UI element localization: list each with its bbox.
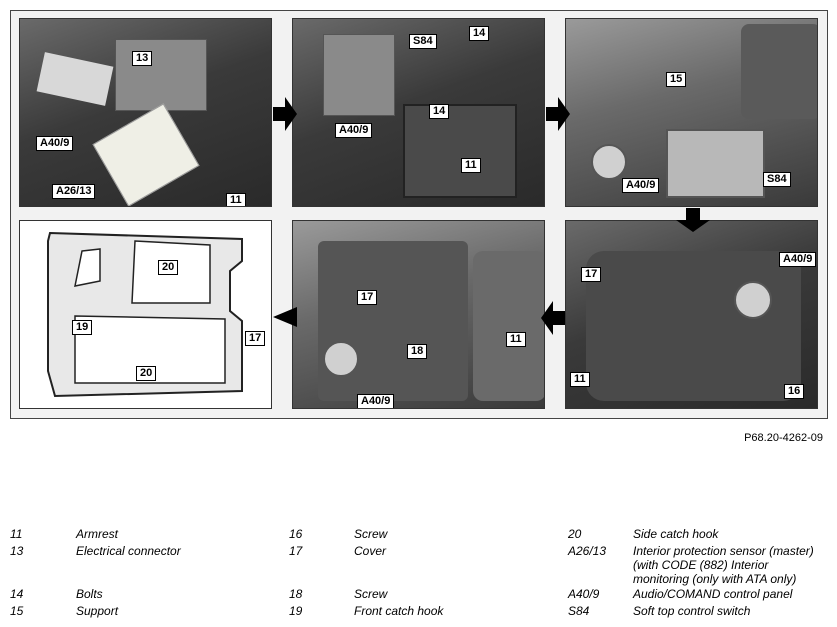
legend-number: 16 xyxy=(289,527,303,541)
callout-16: 16 xyxy=(784,384,805,399)
arrow-left-icon xyxy=(541,301,565,335)
callout-19: 19 xyxy=(72,320,93,335)
storage-tray xyxy=(403,104,517,198)
legend-text: Electrical connector xyxy=(76,544,181,558)
legend-text: Screw xyxy=(354,527,388,541)
legend-text: Interior protection sensor (master) (wit… xyxy=(633,544,814,586)
legend-text: Screw xyxy=(354,587,388,601)
legend-number: A26/13 xyxy=(568,544,607,558)
callout-17: 17 xyxy=(581,267,602,282)
callout-13: 13 xyxy=(132,51,153,66)
legend-number: S84 xyxy=(568,604,590,618)
cable-bundle xyxy=(36,52,114,106)
mounting-plate xyxy=(323,34,395,116)
callout-11: 11 xyxy=(461,158,481,173)
callout-20-top: 20 xyxy=(158,260,179,275)
console-body xyxy=(586,251,801,401)
callout-s84: S84 xyxy=(763,172,791,187)
callout-14-top: 14 xyxy=(469,26,490,41)
legend-text: Audio/COMAND control panel xyxy=(633,587,793,601)
legend-number: 15 xyxy=(10,604,24,618)
figure-frame: 13 A40/9 A26/13 11 S84 14 14 A40/9 11 15… xyxy=(10,10,828,419)
mounting-plate xyxy=(115,39,207,111)
callout-a40-9: A40/9 xyxy=(779,252,817,267)
armrest-lid xyxy=(741,24,817,119)
control-knob xyxy=(591,144,627,180)
callout-15: 15 xyxy=(666,72,687,87)
photo-panel-2: S84 14 14 A40/9 11 xyxy=(292,18,545,207)
arrow-left-icon xyxy=(273,307,297,327)
photo-panel-6: 17 A40/9 11 16 xyxy=(565,220,818,409)
figure-reference: P68.20-4262-09 xyxy=(744,432,823,444)
arrow-right-icon xyxy=(273,97,297,131)
legend-text: Soft top control switch xyxy=(633,604,751,618)
callout-14-bottom: 14 xyxy=(429,104,450,119)
legend-text: Bolts xyxy=(76,587,103,601)
callout-a40-9: A40/9 xyxy=(622,178,660,193)
legend-text: Front catch hook xyxy=(354,604,444,618)
callout-17: 17 xyxy=(245,331,266,346)
legend-number: 20 xyxy=(568,527,582,541)
legend-number: 19 xyxy=(289,604,303,618)
callout-a40-9: A40/9 xyxy=(357,394,395,408)
sensor-module xyxy=(92,103,200,206)
callout-11: 11 xyxy=(506,332,526,347)
callout-a40-9: A40/9 xyxy=(335,123,373,138)
console-cover xyxy=(318,241,468,401)
callout-18: 18 xyxy=(407,344,428,359)
control-knob xyxy=(734,281,772,319)
photo-panel-3: 15 A40/9 S84 xyxy=(565,18,818,207)
callout-17: 17 xyxy=(357,290,378,305)
arrow-right-icon xyxy=(546,97,570,131)
callout-11: 11 xyxy=(226,193,246,206)
armrest xyxy=(473,251,544,401)
legend-number: 14 xyxy=(10,587,24,601)
photo-panel-1: 13 A40/9 A26/13 11 xyxy=(19,18,272,207)
legend-text: Armrest xyxy=(76,527,118,541)
legend-number: 18 xyxy=(289,587,303,601)
drawing-panel-4: 20 19 17 20 xyxy=(19,220,272,409)
legend-number: 17 xyxy=(289,544,303,558)
legend-number: 13 xyxy=(10,544,24,558)
callout-11: 11 xyxy=(570,372,590,387)
switch-panel xyxy=(666,129,765,198)
arrow-down-icon xyxy=(676,208,710,232)
legend-number: 11 xyxy=(10,527,23,541)
legend-number: A40/9 xyxy=(568,587,600,601)
callout-20-bottom: 20 xyxy=(136,366,157,381)
callout-s84: S84 xyxy=(409,34,437,49)
callout-a40-9: A40/9 xyxy=(36,136,74,151)
legend-text: Support xyxy=(76,604,119,618)
legend-text: Cover xyxy=(354,544,387,558)
photo-panel-5: 17 11 18 A40/9 xyxy=(292,220,545,409)
legend-text: Side catch hook xyxy=(633,527,719,541)
control-knob xyxy=(323,341,359,377)
callout-a26-13: A26/13 xyxy=(52,184,96,199)
